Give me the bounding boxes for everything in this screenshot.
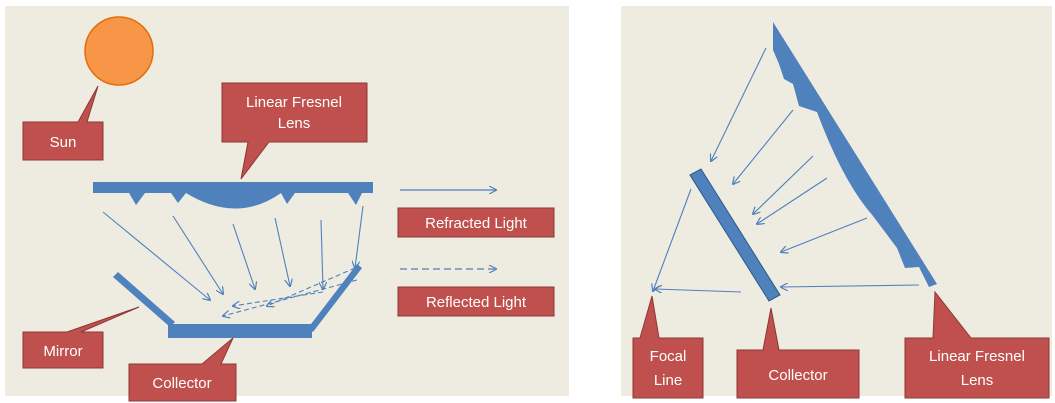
focal-line-label-line1: Focal [650, 348, 687, 365]
tilted-collector [689, 168, 781, 302]
legend-refracted: Refracted Light [397, 190, 555, 238]
mirror-callout: Mirror [22, 306, 140, 369]
sun-label: Sun [50, 134, 77, 151]
lens-label-line2: Lens [278, 115, 311, 132]
collector-callout-right: Collector [736, 307, 860, 399]
focal-line-label-line2: Line [654, 372, 682, 389]
focal-line-callout: Focal Line [632, 295, 704, 399]
lens-label-right-line2: Lens [961, 372, 994, 389]
collector [168, 324, 312, 338]
right-mirror [308, 264, 362, 332]
sun-callout: Sun [22, 85, 104, 161]
tilted-fresnel-lens [773, 22, 937, 287]
front-view-drawing: Sun Linear Fresnel Lens [22, 16, 555, 402]
fresnel-diagram-front-view: Sun Linear Fresnel Lens [5, 6, 569, 402]
collector-label: Collector [152, 375, 211, 392]
linear-fresnel-lens [93, 182, 373, 209]
lens-label-right-line1: Linear Fresnel [929, 348, 1025, 365]
collector-callout: Collector [128, 337, 237, 402]
refracted-rays [102, 205, 364, 300]
mirror-label: Mirror [43, 343, 82, 360]
legend-reflected-label: Reflected Light [426, 294, 527, 311]
left-mirror [113, 272, 175, 327]
fresnel-diagram-side-view: Focal Line Collector Linear Fresnel Lens [621, 6, 1052, 399]
lens-label-line1: Linear Fresnel [246, 94, 342, 111]
lens-callout: Linear Fresnel Lens [221, 82, 368, 180]
legend-refracted-label: Refracted Light [425, 215, 528, 232]
incident-rays [653, 47, 920, 292]
sun-icon [84, 16, 154, 86]
collector-label-right: Collector [768, 367, 827, 384]
side-view-drawing: Focal Line Collector Linear Fresnel Lens [632, 22, 1050, 399]
lens-callout-right: Linear Fresnel Lens [904, 290, 1050, 399]
legend-reflected: Reflected Light [397, 269, 555, 317]
reflected-rays [223, 267, 358, 316]
